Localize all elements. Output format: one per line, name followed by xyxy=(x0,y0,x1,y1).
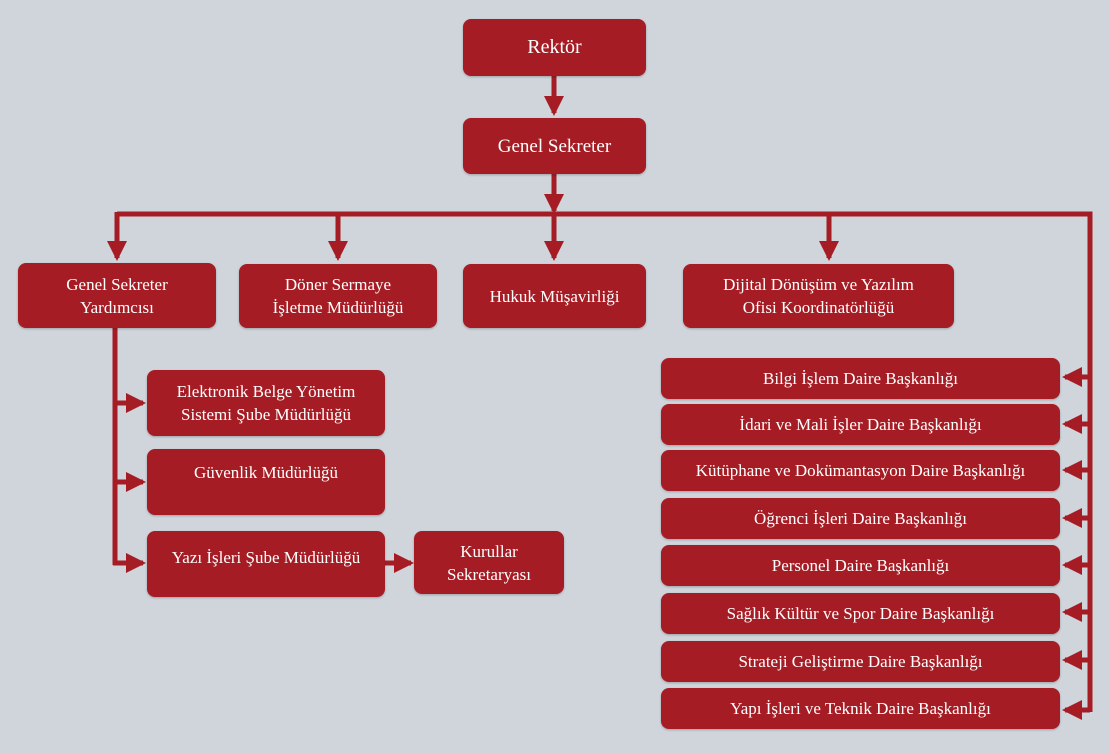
dept-yapi-isleri: Yapı İşleri ve Teknik Daire Başkanlığı xyxy=(661,688,1060,729)
dept-bilgi-islem: Bilgi İşlem Daire Başkanlığı xyxy=(661,358,1060,399)
dept-personel: Personel Daire Başkanlığı xyxy=(661,545,1060,586)
node-yazi-isleri: Yazı İşleri Şube Müdürlüğü xyxy=(147,531,385,597)
node-dijital-donusum: Dijital Dönüşüm ve Yazılım Ofisi Koordin… xyxy=(683,264,954,328)
node-genel-sekreter-yardimcisi: Genel Sekreter Yardımcısı xyxy=(18,263,216,328)
node-guvenlik: Güvenlik Müdürlüğü xyxy=(147,449,385,515)
connector-main-bus xyxy=(117,211,1093,712)
dept-saglik-kultur-spor: Sağlık Kültür ve Spor Daire Başkanlığı xyxy=(661,593,1060,634)
node-doner-sermaye: Döner Sermaye İşletme Müdürlüğü xyxy=(239,264,437,328)
node-ebys: Elektronik Belge Yönetim Sistemi Şube Mü… xyxy=(147,370,385,436)
dept-idari-mali: İdari ve Mali İşler Daire Başkanlığı xyxy=(661,404,1060,445)
dept-ogrenci-isleri: Öğrenci İşleri Daire Başkanlığı xyxy=(661,498,1060,539)
dept-strateji: Strateji Geliştirme Daire Başkanlığı xyxy=(661,641,1060,682)
node-genel-sekreter: Genel Sekreter xyxy=(463,118,646,174)
node-hukuk-musavirligi: Hukuk Müşavirliği xyxy=(463,264,646,328)
node-kurullar-sekretaryasi: Kurullar Sekretaryası xyxy=(414,531,564,594)
dept-kutuphane: Kütüphane ve Dokümantasyon Daire Başkanl… xyxy=(661,450,1060,491)
node-rektor: Rektör xyxy=(463,19,646,76)
